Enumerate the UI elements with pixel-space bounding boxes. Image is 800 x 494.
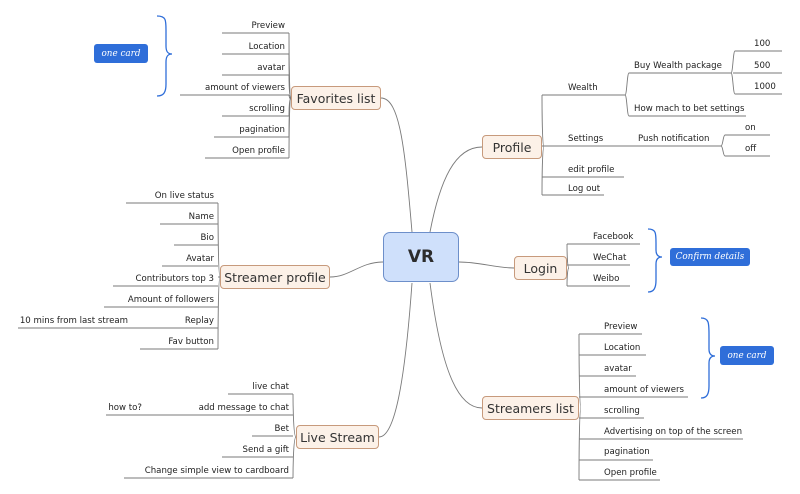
streamer-profile-item-on-live-status[interactable]: On live status: [154, 191, 214, 201]
streamer-profile-item-followers[interactable]: Amount of followers: [127, 295, 214, 305]
connector-streamer-profile: [329, 261, 384, 278]
connector-profile: [429, 146, 483, 233]
live-stream-item-cardboard[interactable]: Change simple view to cardboard: [144, 466, 289, 476]
streamer-profile-item-replay[interactable]: Replay: [184, 316, 214, 326]
live-stream-item-add-message[interactable]: add message to chat: [198, 403, 289, 413]
streamers-item-amount-of-viewers[interactable]: amount of viewers: [604, 385, 684, 395]
streamer-profile-item-name[interactable]: Name: [188, 212, 214, 222]
topic-label: Favorites list: [296, 90, 376, 106]
callout-label: Confirm details: [675, 252, 745, 262]
connector-live-stream: [378, 282, 413, 438]
topic-streamers-list[interactable]: Streamers list: [482, 396, 579, 420]
wealth-package-500[interactable]: 500: [754, 61, 771, 71]
favorites-callout[interactable]: one card: [94, 44, 148, 63]
streamers-item-preview[interactable]: Preview: [604, 322, 638, 332]
wealth-package-100[interactable]: 100: [754, 39, 771, 49]
profile-item-buy-wealth[interactable]: Buy Wealth package: [634, 61, 722, 71]
profile-item-settings[interactable]: Settings: [568, 134, 604, 144]
streamers-item-avatar[interactable]: avatar: [604, 364, 632, 374]
topic-label: Login: [523, 260, 558, 276]
callout-label: one card: [727, 350, 767, 361]
topic-label: Streamer profile: [224, 269, 326, 285]
streamers-item-scrolling[interactable]: scrolling: [604, 406, 640, 416]
login-item-facebook[interactable]: Facebook: [593, 232, 634, 242]
favorites-item-scrolling[interactable]: scrolling: [249, 104, 285, 114]
brace-favorites: [156, 15, 173, 97]
streamers-callout[interactable]: one card: [720, 346, 774, 365]
push-option-off[interactable]: off: [745, 144, 757, 154]
streamers-item-open-profile[interactable]: Open profile: [604, 468, 657, 478]
favorites-item-pagination[interactable]: pagination: [239, 125, 285, 135]
live-stream-item-live-chat[interactable]: live chat: [252, 382, 289, 392]
topic-streamer-profile[interactable]: Streamer profile: [220, 265, 330, 289]
favorites-item-preview[interactable]: Preview: [251, 21, 285, 31]
topic-label: Profile: [492, 139, 532, 155]
login-item-weibo[interactable]: Weibo: [593, 274, 620, 284]
login-callout[interactable]: Confirm details: [670, 248, 750, 266]
callout-label: one card: [101, 48, 141, 59]
topic-profile[interactable]: Profile: [482, 135, 542, 159]
chat-note[interactable]: how to?: [108, 403, 142, 413]
brace-streamers: [700, 317, 716, 399]
topic-live-stream[interactable]: Live Stream: [296, 425, 379, 449]
streamer-profile-item-bio[interactable]: Bio: [200, 233, 214, 243]
profile-item-edit-profile[interactable]: edit profile: [568, 165, 615, 175]
connector-streamers: [429, 282, 483, 409]
favorites-item-amount-of-viewers[interactable]: amount of viewers: [205, 83, 285, 93]
wealth-package-1000[interactable]: 1000: [754, 82, 776, 92]
streamers-item-advertising[interactable]: Advertising on top of the screen: [604, 427, 743, 437]
streamer-profile-item-contributors[interactable]: Contributors top 3: [135, 274, 214, 284]
push-option-on[interactable]: on: [745, 123, 756, 133]
streamer-profile-item-fav-button[interactable]: Fav button: [168, 337, 214, 347]
replay-note[interactable]: 10 mins from last stream: [19, 316, 128, 326]
login-item-wechat[interactable]: WeChat: [593, 253, 627, 263]
streamers-item-pagination[interactable]: pagination: [604, 447, 650, 457]
topic-label: Streamers list: [487, 400, 574, 416]
favorites-item-avatar[interactable]: avatar: [257, 63, 285, 73]
central-topic[interactable]: VR: [383, 232, 459, 282]
profile-item-push-notification[interactable]: Push notification: [638, 134, 710, 144]
connector-favorites: [380, 97, 413, 233]
connector-login: [458, 261, 515, 269]
live-stream-item-send-gift[interactable]: Send a gift: [242, 445, 289, 455]
topic-label: Live Stream: [300, 429, 375, 445]
profile-item-log-out[interactable]: Log out: [568, 184, 601, 194]
streamer-profile-item-avatar[interactable]: Avatar: [186, 254, 214, 264]
favorites-item-open-profile[interactable]: Open profile: [232, 146, 285, 156]
central-topic-label: VR: [407, 247, 435, 267]
profile-item-wealth[interactable]: Wealth: [568, 83, 598, 93]
topic-login[interactable]: Login: [514, 256, 567, 280]
streamers-item-location[interactable]: Location: [604, 343, 641, 353]
profile-item-bet-settings[interactable]: How mach to bet settings: [634, 104, 745, 114]
brace-login: [647, 228, 663, 293]
topic-favorites-list[interactable]: Favorites list: [291, 86, 381, 110]
favorites-item-location[interactable]: Location: [248, 42, 285, 52]
live-stream-item-bet[interactable]: Bet: [274, 424, 289, 434]
